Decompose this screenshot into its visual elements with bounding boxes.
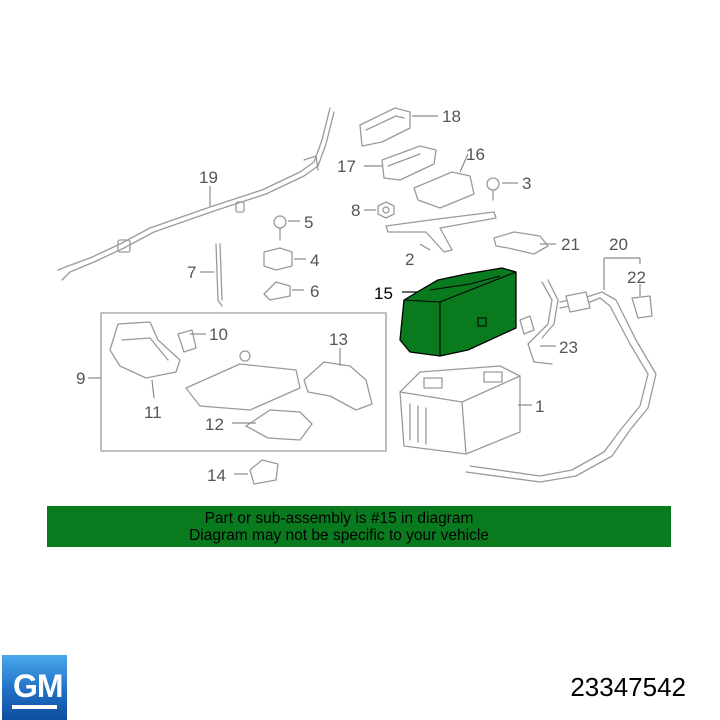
label-13: 13 [329, 330, 348, 349]
part-12-plate [245, 409, 313, 441]
part-20-cable [465, 291, 657, 483]
label-22: 22 [627, 268, 646, 287]
part-1-battery [399, 365, 521, 455]
label-20: 20 [609, 235, 628, 254]
label-11: 11 [144, 403, 162, 422]
label-4: 4 [310, 251, 319, 270]
label-16: 16 [466, 145, 485, 164]
part-3-bolt [486, 177, 500, 201]
part-21-holder [493, 231, 549, 255]
label-19: 19 [199, 168, 218, 187]
part-number: 23347542 [570, 672, 686, 702]
label-15: 15 [374, 284, 393, 303]
part-10-clip [177, 329, 197, 353]
label-1: 1 [535, 397, 544, 416]
banner-line-2: Diagram may not be specific to your vehi… [189, 527, 489, 544]
part-9-box [100, 312, 387, 452]
part-2-bracket [385, 211, 497, 253]
info-banner: Part or sub-assembly is #15 in diagram D… [47, 506, 671, 547]
leader-11 [151, 379, 155, 399]
label-8: 8 [351, 201, 360, 220]
label-9: 9 [76, 369, 85, 388]
label-2: 2 [405, 250, 414, 269]
part-8-nut [377, 201, 395, 219]
label-3: 3 [522, 174, 531, 193]
leader-16 [459, 153, 469, 173]
part-5-bolt [273, 215, 287, 241]
gm-logo: GM [2, 655, 67, 720]
part-14-bracket [249, 459, 279, 485]
part-4-clip [263, 247, 293, 271]
part-23-terminal [519, 279, 559, 365]
part-6-clip [263, 281, 291, 301]
part-19-cable [57, 107, 335, 281]
label-14: 14 [207, 466, 226, 485]
part-15-battery-cover [399, 267, 517, 357]
part-13-bracket [303, 361, 373, 411]
label-23: 23 [559, 338, 578, 357]
gm-logo-text: GM [13, 668, 64, 704]
label-12: 12 [205, 415, 224, 434]
label-18: 18 [442, 107, 461, 126]
label-17: 17 [337, 157, 356, 176]
part-11-tray [109, 321, 181, 379]
part-16-cover [413, 171, 475, 209]
part-18-bracket [359, 107, 411, 147]
leader-2 [419, 243, 431, 251]
part-17-bracket [381, 145, 437, 181]
label-5: 5 [304, 213, 313, 232]
leader-20 [603, 257, 641, 290]
parts-diagram: 19 18 17 16 3 8 2 21 [57, 107, 657, 485]
banner-line-1: Part or sub-assembly is #15 in diagram [204, 510, 474, 527]
label-6: 6 [310, 282, 319, 301]
label-21: 21 [561, 235, 580, 254]
part-7-rod [215, 243, 223, 307]
part-tray-base [185, 350, 301, 411]
label-10: 10 [209, 325, 228, 344]
label-7: 7 [187, 263, 196, 282]
